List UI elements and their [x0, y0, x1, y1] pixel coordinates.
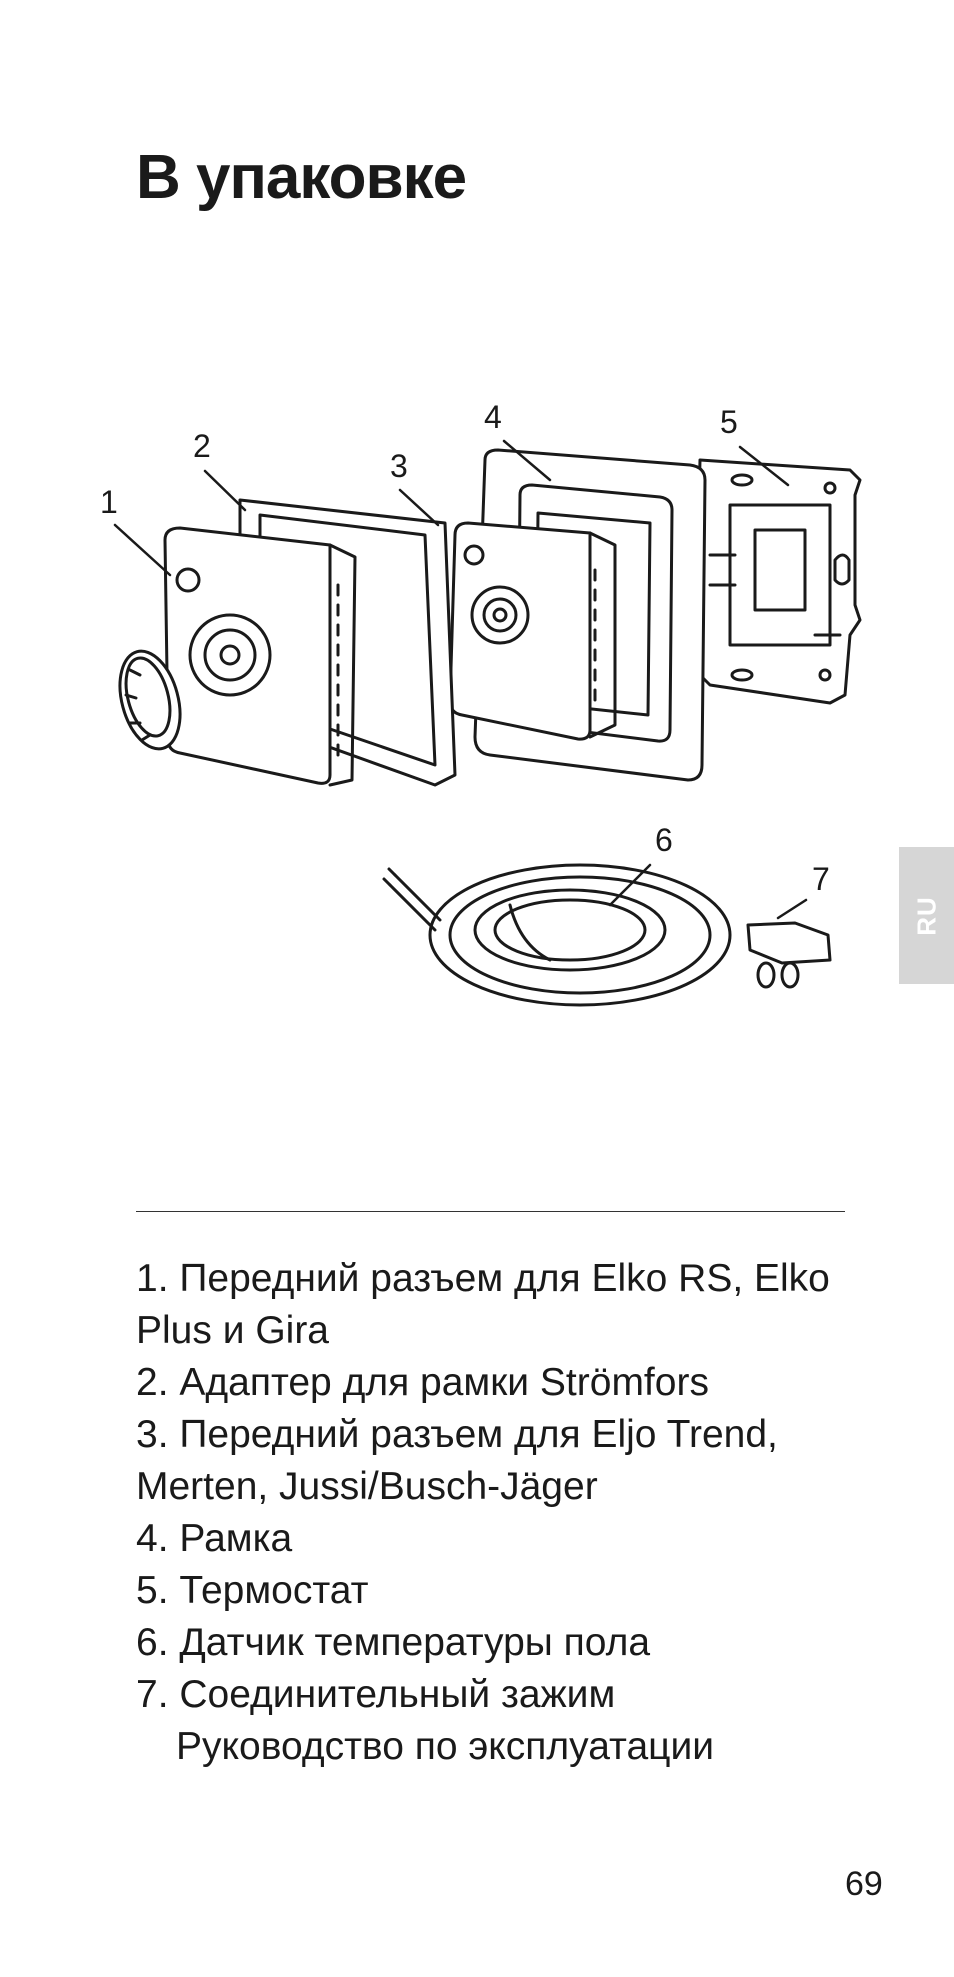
list-item: 1. Передний разъем для Elko RS, Elko Plu…	[136, 1257, 830, 1352]
callout-7: 7	[812, 861, 830, 897]
list-item: 5. Термостат	[136, 1569, 369, 1612]
page-title: В упаковке	[136, 143, 467, 212]
language-tab-label: RU	[911, 895, 941, 936]
floor-sensor-cable-illustration	[382, 863, 732, 1007]
list-item: 3. Передний разъем для Eljo Trend, Merte…	[136, 1413, 778, 1508]
callout-2: 2	[193, 428, 211, 464]
section-divider	[136, 1211, 845, 1212]
callout-3: 3	[390, 448, 408, 484]
front-connector-trend-illustration	[448, 521, 617, 741]
list-item: 4. Рамка	[136, 1517, 293, 1560]
callout-4: 4	[484, 399, 502, 435]
callout-6: 6	[655, 822, 673, 858]
package-contents-list: 1. Передний разъем для Elko RS, Elko Plu…	[136, 1253, 856, 1773]
exploded-product-diagram: 1 2 3 4 5 6 7	[100, 399, 862, 1007]
callout-5: 5	[720, 404, 738, 440]
list-item: 7. Соединительный зажим	[136, 1673, 616, 1716]
connection-clamp-illustration	[746, 921, 832, 989]
callout-1: 1	[100, 484, 118, 520]
list-item: 2. Адаптер для рамки Strömfors	[136, 1361, 709, 1404]
front-connector-elko-illustration	[163, 526, 357, 787]
thermostat-unit-illustration	[693, 458, 862, 705]
page-number: 69	[845, 1865, 883, 1903]
list-item: 6. Датчик температуры пола	[136, 1621, 651, 1664]
knob-illustration	[118, 649, 182, 751]
list-item: Руководство по эксплуатации	[176, 1725, 715, 1768]
language-tab: RU	[899, 847, 954, 984]
